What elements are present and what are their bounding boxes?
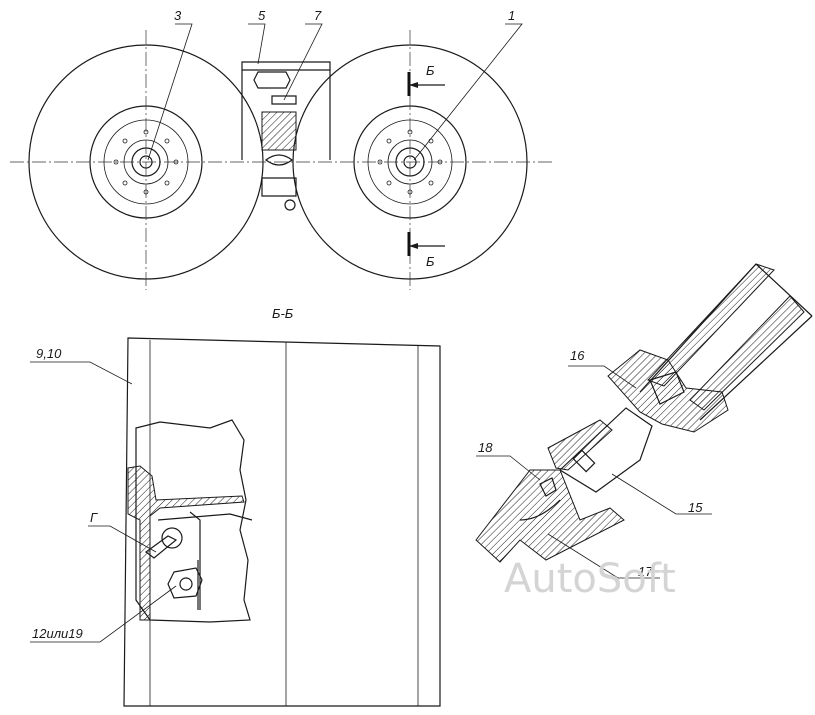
section-cut-bottom xyxy=(407,232,445,256)
watermark: AutoSoft xyxy=(504,556,676,602)
section-mark-bottom: Б xyxy=(426,254,435,269)
label-18: 18 xyxy=(478,440,493,455)
label-16: 16 xyxy=(570,348,585,363)
label-5: 5 xyxy=(258,8,266,23)
section-mark-top: Б xyxy=(426,63,435,78)
section-title: Б-Б xyxy=(272,306,294,321)
label-7: 7 xyxy=(314,8,322,23)
section-view xyxy=(30,337,441,707)
detail-valve-section xyxy=(475,263,813,579)
leader-lines-top xyxy=(147,23,523,161)
section-cut-top xyxy=(407,72,445,96)
label-9-10: 9,10 xyxy=(36,346,62,361)
label-12-or-19: 12или19 xyxy=(32,626,83,641)
label-15: 15 xyxy=(688,500,703,515)
axle-beam xyxy=(241,61,331,211)
label-G: Г xyxy=(90,510,98,525)
label-17: 17 xyxy=(638,564,653,579)
label-1: 1 xyxy=(508,8,515,23)
dual-wheel-assembly xyxy=(10,23,555,290)
label-3: 3 xyxy=(174,8,182,23)
